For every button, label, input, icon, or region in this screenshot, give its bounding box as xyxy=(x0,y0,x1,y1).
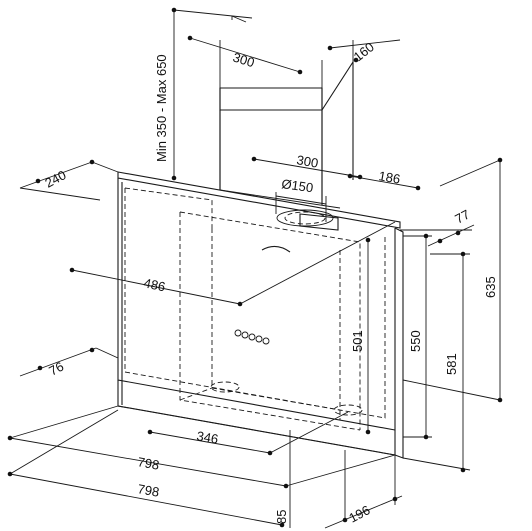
control-button xyxy=(248,333,256,341)
inner-height-dim: 550 xyxy=(403,233,432,440)
inner-height-label: 550 xyxy=(408,330,423,352)
chimney xyxy=(219,40,354,205)
control-button xyxy=(255,335,263,343)
outlet-area xyxy=(219,189,341,231)
side-depth-dim: 240 xyxy=(19,159,119,201)
control-panel xyxy=(234,329,270,345)
lower-bracket-label: 346 xyxy=(195,428,219,447)
inner-bracket-dashed xyxy=(124,187,386,431)
hood-width-outer-label: 798 xyxy=(136,481,160,500)
bracket-width-dim: 486 xyxy=(69,221,396,307)
chimney-height-label: Min 350 - Max 650 xyxy=(154,54,169,162)
side-depth-label: 240 xyxy=(42,167,68,190)
hood-width-outer-dim: 798 xyxy=(7,409,285,528)
bottom-height-label: 85 xyxy=(274,510,289,524)
outlet-diameter-label: Ø150 xyxy=(281,176,315,195)
bracket-height-label: 501 xyxy=(350,330,365,352)
outlet-offset-label: 300 xyxy=(295,152,319,171)
bottom-depth-label: 196 xyxy=(346,502,372,525)
chimney-height-dim: Min 350 - Max 650 xyxy=(154,7,253,181)
control-button xyxy=(262,337,270,345)
control-button xyxy=(241,331,249,339)
control-button xyxy=(234,329,242,337)
total-height-dim: 635 xyxy=(402,157,503,403)
outlet-depth-dim: 186 xyxy=(347,168,421,191)
chimney-depth-dim: 160 xyxy=(327,39,401,64)
bottom-holes xyxy=(210,381,363,416)
outlet-depth-label: 186 xyxy=(377,168,401,187)
panel-gap-label: 77 xyxy=(452,207,472,227)
total-height-label: 635 xyxy=(483,276,498,298)
bracket-height-dim: 501 xyxy=(350,237,371,435)
outlet-offset-dim: 300 xyxy=(251,152,363,180)
outlet-diameter-dim: Ø150 xyxy=(275,176,327,222)
lower-bracket-dim: 346 xyxy=(147,411,349,456)
hood-width-inner-dim: 798 xyxy=(7,405,396,489)
hood-width-inner-label: 798 xyxy=(136,454,160,473)
outer-height-label: 581 xyxy=(444,353,459,375)
chimney-width-dim: 300 xyxy=(187,15,303,75)
outer-height-dim: 581 xyxy=(402,251,471,473)
bottom-height-dim: 85 xyxy=(274,430,291,528)
chimney-width-label: 300 xyxy=(231,50,256,71)
bracket-width-label: 486 xyxy=(142,275,166,294)
panel-gap-dim: 77 xyxy=(400,207,475,247)
lamp-curve xyxy=(261,245,291,253)
lower-offset-dim: 76 xyxy=(19,347,119,379)
lower-offset-label: 76 xyxy=(46,359,66,379)
bottom-depth-dim: 196 xyxy=(324,450,403,529)
